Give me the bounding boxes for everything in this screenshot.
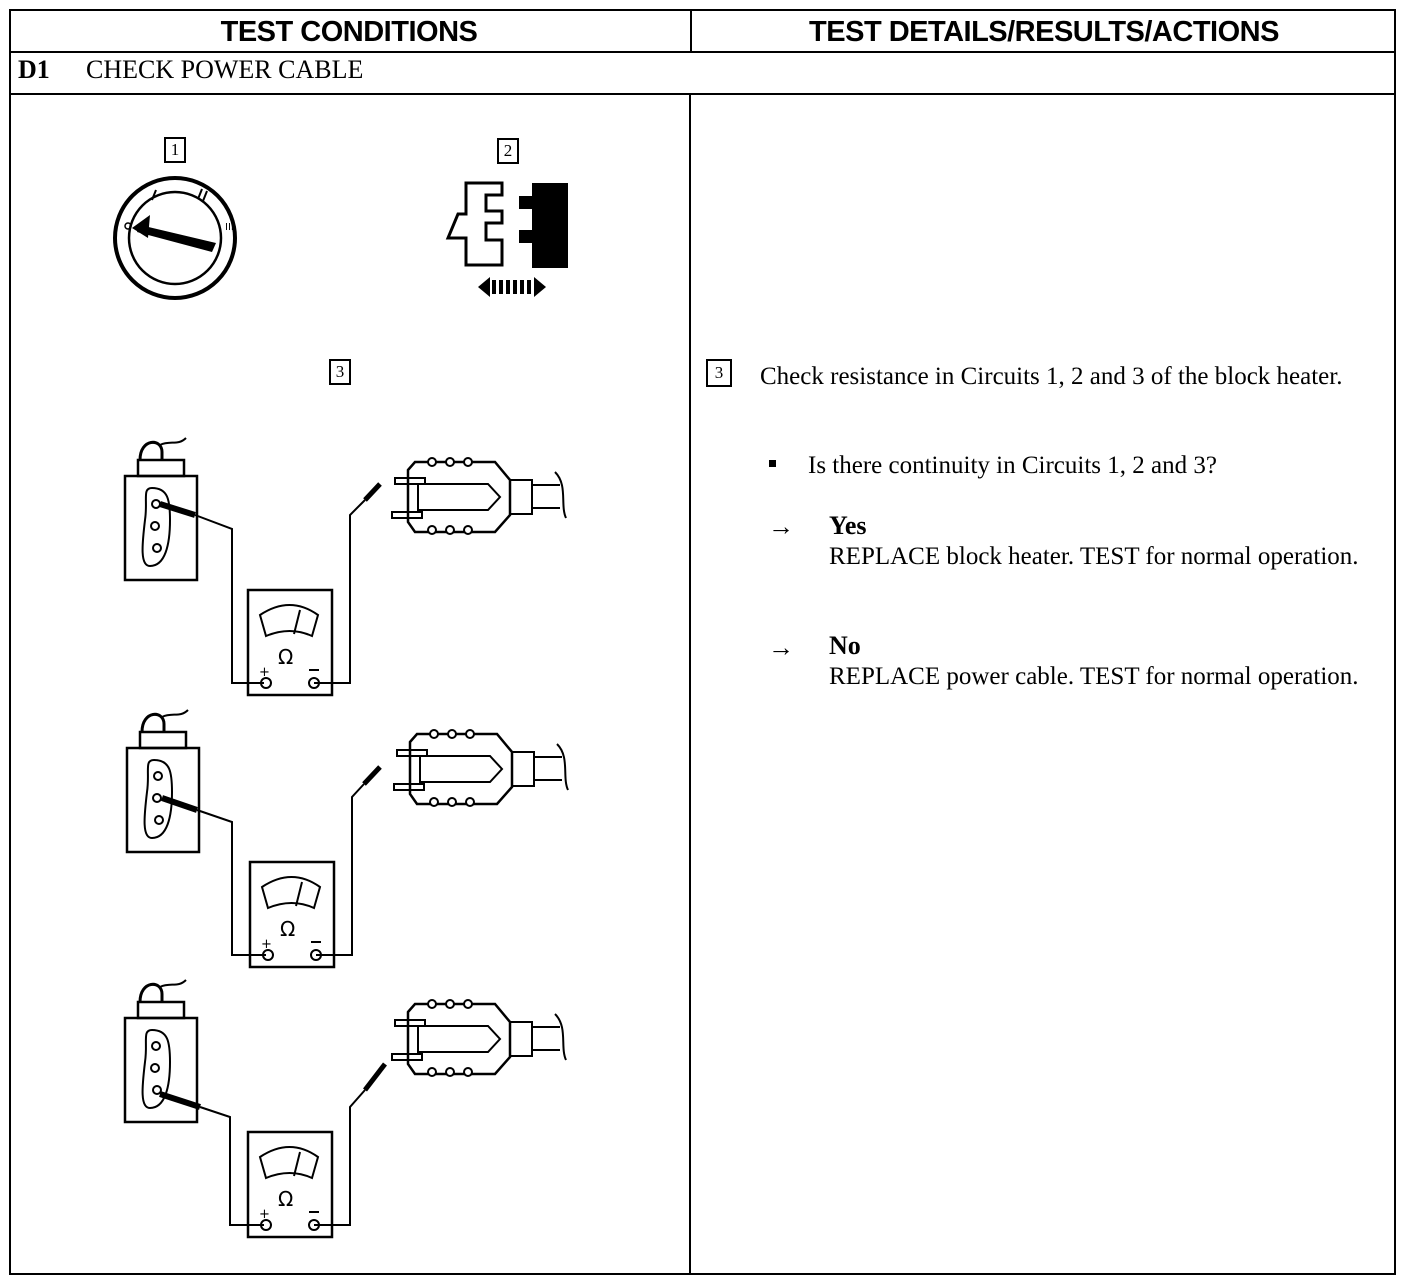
- table-frame: [9, 9, 1396, 1275]
- step-row: D1 CHECK POWER CABLE: [18, 55, 363, 85]
- instruction-text: Check resistance in Circuits 1, 2 and 3 …: [760, 363, 1343, 390]
- test-conditions-header: TEST CONDITIONS: [220, 15, 478, 48]
- ohmmeter-test-circuit-1: Ω +: [123, 437, 567, 697]
- svg-text:Ω: Ω: [278, 645, 293, 669]
- result-yes-action: REPLACE block heater. TEST for normal op…: [829, 543, 1359, 570]
- result-no-label: No: [829, 631, 861, 660]
- figure-number-2: 2: [497, 138, 519, 164]
- bullet-icon: [769, 460, 776, 467]
- step-title: CHECK POWER CABLE: [86, 55, 364, 84]
- svg-text:Ω: Ω: [278, 1187, 293, 1211]
- ignition-switch-icon: III: [113, 176, 237, 300]
- step-id: D1: [18, 55, 50, 84]
- details-figure-number: 3: [706, 359, 732, 387]
- step-divider: [9, 93, 1396, 95]
- no-arrow-icon: →: [768, 633, 794, 662]
- column-divider-top: [690, 9, 692, 53]
- svg-text:Ω: Ω: [280, 917, 295, 941]
- connector-disconnect-icon: [445, 181, 568, 297]
- ohmmeter-test-circuit-3: Ω +: [123, 979, 567, 1239]
- svg-text:III: III: [225, 222, 234, 233]
- test-illustrations: III Ω +: [113, 176, 569, 1239]
- test-details-header: TEST DETAILS/RESULTS/ACTIONS: [809, 15, 1279, 48]
- continuity-question: Is there continuity in Circuits 1, 2 and…: [808, 452, 1217, 479]
- svg-text:+: +: [259, 665, 270, 680]
- svg-text:+: +: [259, 1207, 270, 1222]
- yes-arrow-icon: →: [768, 512, 794, 541]
- ohmmeter-test-circuit-2: Ω +: [125, 709, 569, 969]
- svg-text:+: +: [261, 937, 272, 952]
- header-divider: [9, 51, 1396, 53]
- figure-number-1: 1: [164, 137, 186, 163]
- column-divider: [689, 93, 691, 1275]
- result-no-action: REPLACE power cable. TEST for normal ope…: [829, 663, 1359, 690]
- result-yes-label: Yes: [829, 511, 867, 540]
- figure-number-3: 3: [329, 359, 351, 385]
